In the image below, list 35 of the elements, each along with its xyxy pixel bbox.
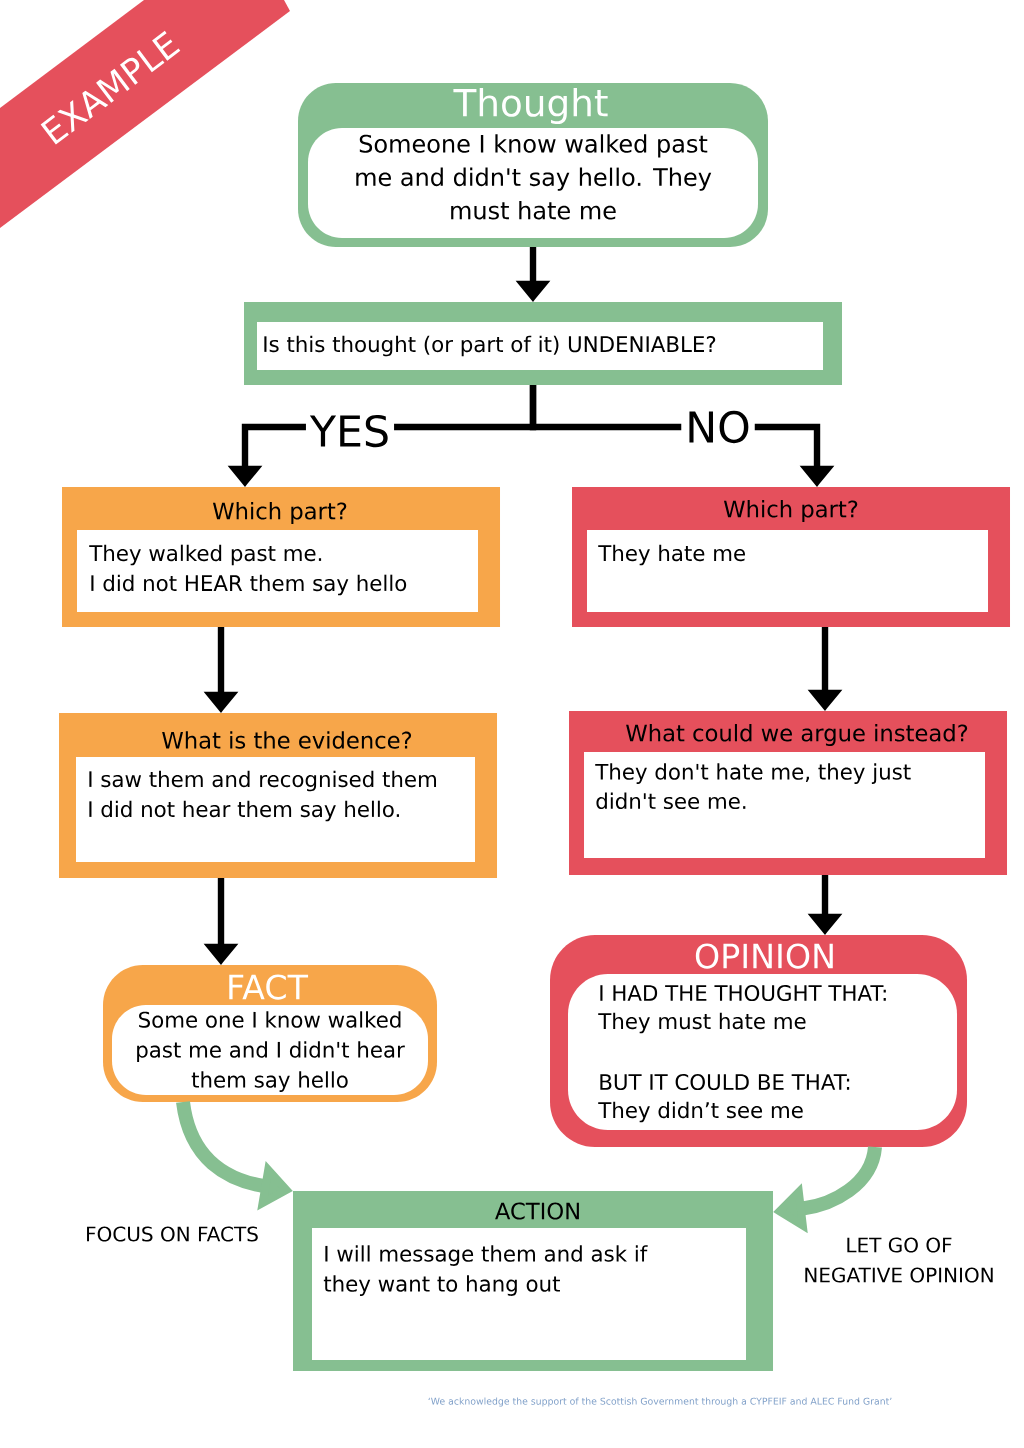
edge-label: LET GO OF NEGATIVE OPINION xyxy=(790,1233,1008,1287)
process-box xyxy=(572,487,1010,627)
box-heading: What is the evidence? xyxy=(162,731,412,749)
process-box xyxy=(59,713,497,878)
node-label: They must hate me xyxy=(598,1012,806,1034)
text-panel: Some one I know walked past me and I didn't hear them say hello xyxy=(112,1005,428,1095)
text-panel: I will message them and ask if they want to hang out xyxy=(312,1228,746,1360)
rounded-box xyxy=(550,935,967,1147)
rounded-box xyxy=(298,83,768,247)
box-heading: FACT xyxy=(229,974,309,1000)
box-heading: OPINION xyxy=(695,943,833,969)
box-heading: ACTION xyxy=(495,1202,579,1220)
node-label: They didn’t see me xyxy=(598,1101,803,1123)
text-panel: I saw them and recognised them I did not hear them say hello. xyxy=(76,757,475,862)
edge-label: YES xyxy=(305,410,395,452)
edge-label: FOCUS ON FACTS xyxy=(81,1222,263,1246)
node-label: BUT IT COULD BE THAT: xyxy=(600,1073,850,1091)
text-panel: They don't hate me, they just didn't see me. xyxy=(584,752,985,858)
text-panel: I HAD THE THOUGHT THAT: They must hate me BUT IT COULD BE THAT: They didn’t see me xyxy=(568,974,957,1130)
box-heading: Thought xyxy=(453,87,608,125)
rounded-box xyxy=(103,965,437,1102)
process-box xyxy=(569,711,1007,875)
box-heading: What could we argue instead? xyxy=(626,724,968,746)
text-panel: Is this thought (or part of it) UNDENIABLE? xyxy=(257,322,823,370)
text-panel: Someone I know walked past me and didn't say hello. They must hate me xyxy=(308,128,758,238)
box-heading: Which part? xyxy=(212,502,347,524)
edge-label: NO xyxy=(681,406,755,448)
footnote: ‘We acknowledge the support of the Scottish Government through a CYPFEIF and ALEC Fund Grant’ xyxy=(428,1397,892,1407)
question-box xyxy=(244,302,842,385)
text-panel: They hate me xyxy=(587,530,988,612)
node-label: I HAD THE THOUGHT THAT: xyxy=(600,984,886,1002)
process-box xyxy=(62,487,500,627)
text-panel: They walked past me. I did not HEAR them say hello xyxy=(77,530,478,612)
box-heading: Which part? xyxy=(723,500,858,522)
process-box xyxy=(293,1191,773,1371)
